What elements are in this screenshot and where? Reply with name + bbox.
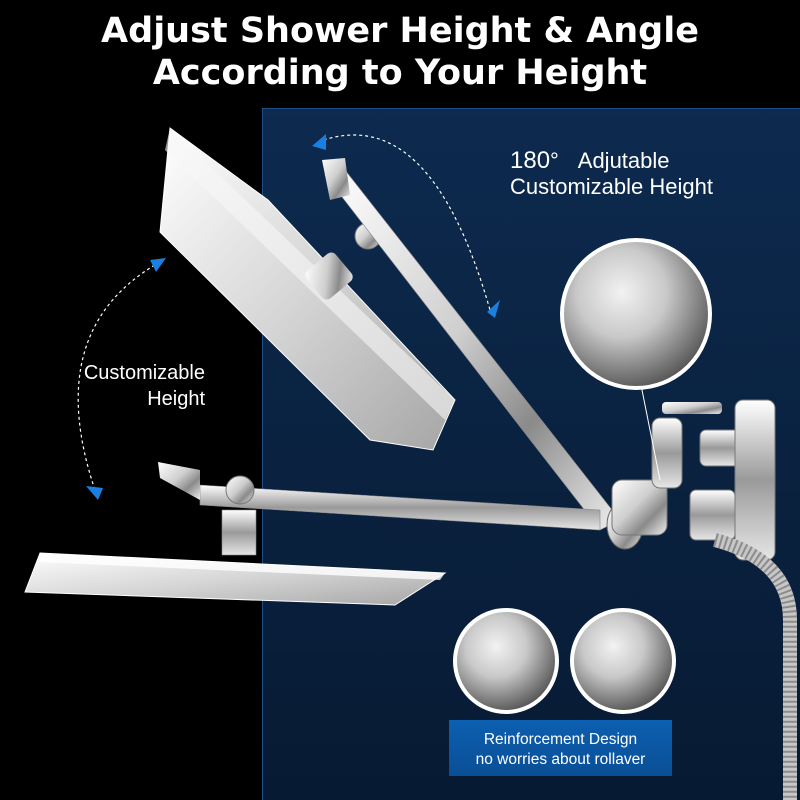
- arrow-tip-top-left: [312, 134, 326, 150]
- height-line-1: Customizable: [83, 362, 205, 384]
- zoom-callout-line: [639, 379, 661, 481]
- arrow-tip-left-bottom: [86, 486, 103, 500]
- reinforcement-caption: Reinforcement Design no worries about ro…: [449, 730, 672, 770]
- lower-arm-pivot: [225, 475, 255, 505]
- reinforcement-banner: [449, 720, 672, 776]
- lower-shower-head: [24, 509, 447, 606]
- shower-hose: [713, 533, 797, 800]
- height-line-2: Height: [147, 388, 205, 410]
- arrow-tip-top-right: [487, 300, 500, 318]
- reinforcement-closeup-right: [570, 608, 676, 714]
- arrow-tip-left-top: [150, 258, 166, 272]
- lower-extension-arm: [199, 484, 601, 531]
- joint-closeup-circle: [560, 238, 712, 390]
- headline-line-1: Adjust Shower Height & Angle: [101, 11, 699, 51]
- upper-shower-head: [159, 127, 456, 451]
- reinforcement-closeup-left: [453, 608, 559, 714]
- degree-symbol: °: [550, 148, 559, 173]
- angle-word: Adjutable: [577, 148, 670, 173]
- headline: Adjust Shower Height & Angle According t…: [0, 10, 800, 94]
- headline-line-2: According to Your Height: [152, 53, 648, 93]
- upper-arm-tip: [322, 158, 350, 200]
- rotation-arrow-left: [77, 261, 161, 494]
- reinforcement-line-1: Reinforcement Design: [483, 731, 638, 748]
- angle-value: 180: [510, 147, 551, 174]
- diverter-valve: [606, 399, 776, 561]
- lower-arm-tip: [158, 462, 200, 500]
- height-annotation: Customizable Height: [40, 360, 205, 412]
- reinforcement-line-2: no worries about rollaver: [475, 751, 646, 768]
- angle-annotation: 180° Adjutable Customizable Height: [510, 148, 713, 200]
- angle-line-2: Customizable Height: [510, 174, 713, 199]
- panel-border: [262, 108, 800, 800]
